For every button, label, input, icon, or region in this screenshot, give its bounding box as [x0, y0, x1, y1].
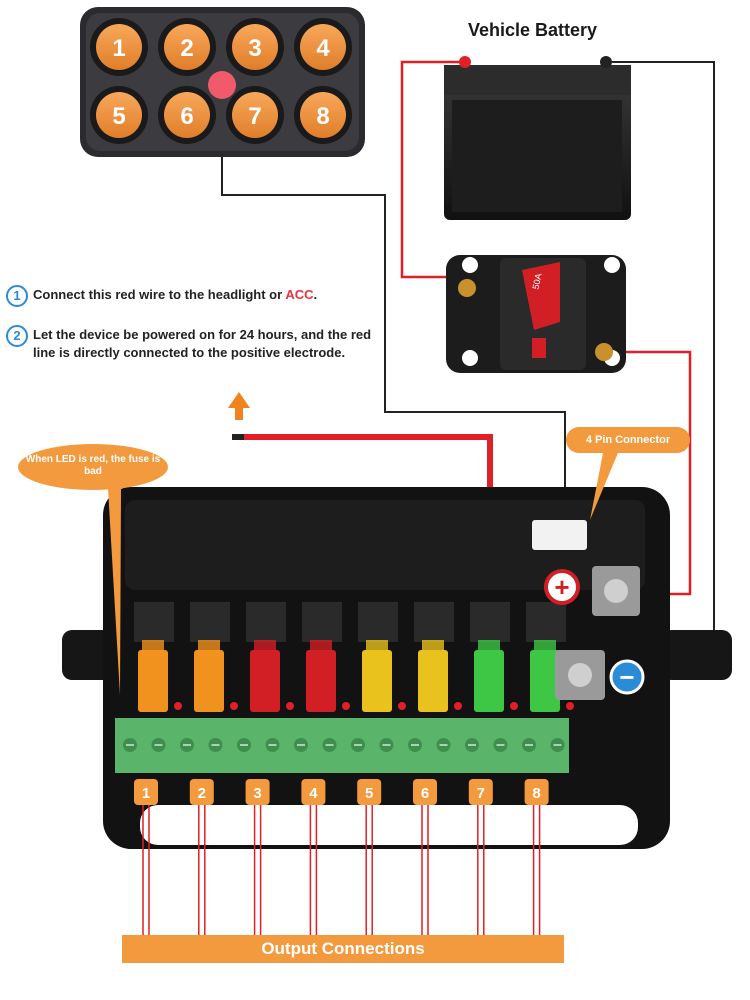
fuse-led-icon [566, 702, 574, 710]
fuse-led-icon [342, 702, 350, 710]
output-6: 6 [413, 779, 437, 935]
switch-button-4: 4 [294, 18, 352, 76]
fuse-7: 30A [470, 602, 518, 767]
fuse-8: 30A [526, 602, 574, 767]
output-number: 3 [253, 785, 261, 802]
note-2-number: 2 [6, 325, 28, 347]
output-5: 5 [357, 779, 382, 935]
output-4: 4 [301, 779, 326, 935]
battery-positive-wire [400, 60, 463, 279]
arrow-up-icon [228, 392, 250, 420]
battery-positive-post [459, 56, 471, 68]
positive-terminal: + [544, 566, 640, 616]
output-number: 1 [142, 785, 150, 802]
fuse-led-icon [174, 702, 182, 710]
battery-title: Vehicle Battery [468, 20, 598, 40]
output-2: 2 [189, 779, 214, 935]
output-number: 6 [421, 785, 429, 802]
switch-button-7: 7 [226, 86, 284, 144]
switch-button-label: 4 [316, 35, 330, 62]
breaker-input-stud [458, 279, 476, 297]
fuse-led-icon [454, 702, 462, 710]
connector-callout: 4 Pin Connector [566, 427, 690, 453]
switch-button-8: 8 [294, 86, 352, 144]
switch-button-3: 3 [226, 18, 284, 76]
fuse-led-icon [398, 702, 406, 710]
fuse-5: 20A [358, 602, 406, 767]
output-number: 2 [198, 785, 206, 802]
positive-icon [544, 569, 580, 605]
switch-button-label: 2 [180, 35, 193, 62]
switch-button-label: 7 [248, 103, 261, 130]
output-number: 5 [365, 785, 373, 802]
negative-terminal: − [555, 650, 645, 700]
switch-button-6: 6 [158, 86, 216, 144]
switch-button-label: 5 [112, 103, 125, 130]
svg-text:−: − [619, 662, 634, 692]
fuse-3: 10A [246, 602, 294, 767]
note-2: Let the device be powered on for 24 hour… [33, 327, 372, 360]
output-3: 3 [245, 779, 270, 935]
note-1: Connect this red wire to the headlight o… [33, 287, 318, 302]
switch-button-label: 8 [316, 103, 329, 130]
output-7: 7 [468, 779, 493, 935]
fuse-led-icon [230, 702, 238, 710]
switch-buttons: 1 2 3 4 5 6 7 8 [90, 18, 352, 144]
breaker-rating: 50A [531, 273, 544, 291]
fuse-row: 5A5A10A10A20A20A30A30A [134, 602, 574, 767]
negative-icon [609, 659, 645, 695]
circuit-breaker [446, 255, 626, 373]
switch-button-5: 5 [90, 86, 148, 144]
output-number: 4 [309, 785, 318, 802]
switch-button-1: 1 [90, 18, 148, 76]
output-number: 8 [532, 785, 540, 802]
switch-button-label: 6 [180, 103, 193, 130]
fuse-led-icon [510, 702, 518, 710]
switch-button-label: 3 [248, 35, 261, 62]
switch-signal-wire [221, 155, 566, 520]
output-8: 8 [524, 779, 549, 935]
switch-panel [80, 7, 365, 157]
battery-negative-post [600, 56, 612, 68]
vehicle-battery [444, 56, 631, 220]
switch-button-2: 2 [158, 18, 216, 76]
fuse-6: 20A [414, 602, 462, 767]
svg-text:+: + [554, 572, 569, 602]
output-1: 1 [134, 779, 158, 935]
output-connections-label: Output Connections [122, 935, 564, 963]
switch-button-label: 1 [112, 35, 125, 62]
fuse-1: 5A [134, 602, 182, 767]
terminal-screws [123, 738, 565, 752]
note-1-number: 1 [6, 285, 28, 307]
fuse-led-icon [286, 702, 294, 710]
led-callout: When LED is red, the fuse is bad [18, 444, 168, 490]
breaker-output-stud [595, 343, 613, 361]
output-number: 7 [477, 785, 485, 802]
fuse-4: 10A [302, 602, 350, 767]
pin-connector [532, 520, 587, 550]
output-wires: 1 2 3 4 5 6 7 8 [134, 779, 549, 935]
panel-center-led [208, 71, 236, 99]
